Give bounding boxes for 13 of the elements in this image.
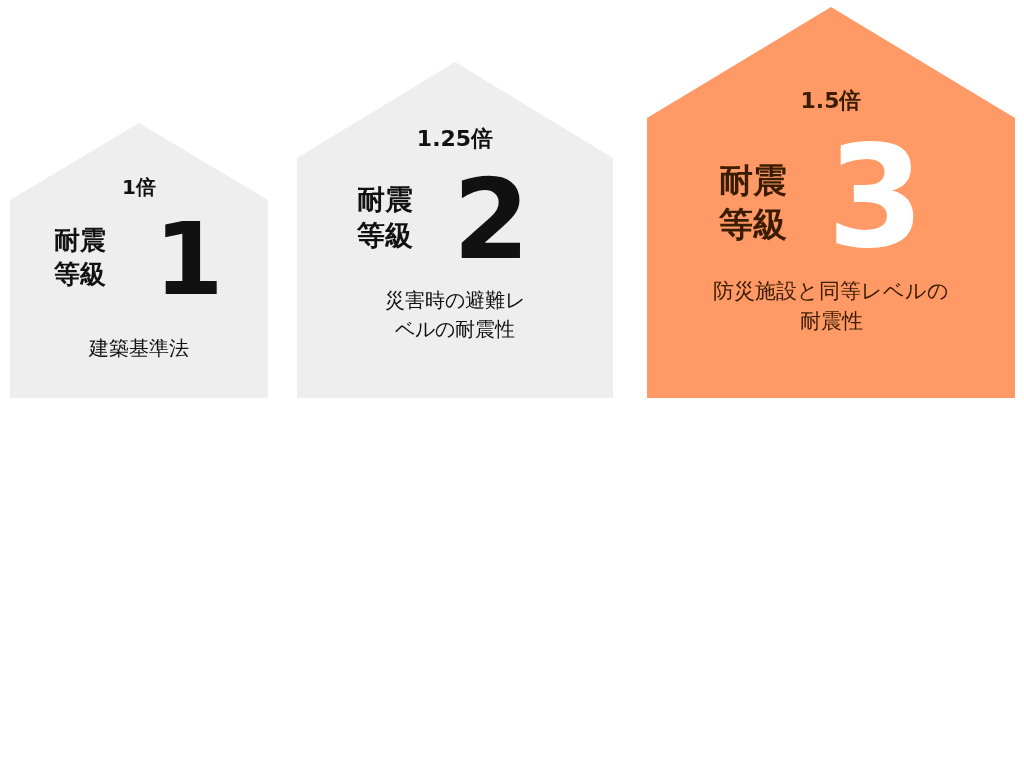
multiplier-label: 1.25倍 [415, 125, 495, 153]
multiplier-label: 1倍 [121, 174, 157, 201]
grade-label: 耐震等級 [54, 224, 107, 291]
grade-number: 1 [154, 210, 224, 310]
description-text: 防災施設と同等レベルの耐震性 [712, 278, 950, 336]
description-text: 建築基準法 [88, 335, 190, 362]
grade-label: 耐震等級 [719, 159, 788, 247]
grade-number: 3 [827, 128, 925, 268]
house-shape [647, 7, 1015, 398]
grade-number: 2 [453, 165, 530, 275]
multiplier-label: 1.5倍 [799, 87, 863, 115]
grade-label: 耐震等級 [357, 182, 414, 255]
description-text: 災害時の避難レベルの耐震性 [384, 287, 526, 343]
